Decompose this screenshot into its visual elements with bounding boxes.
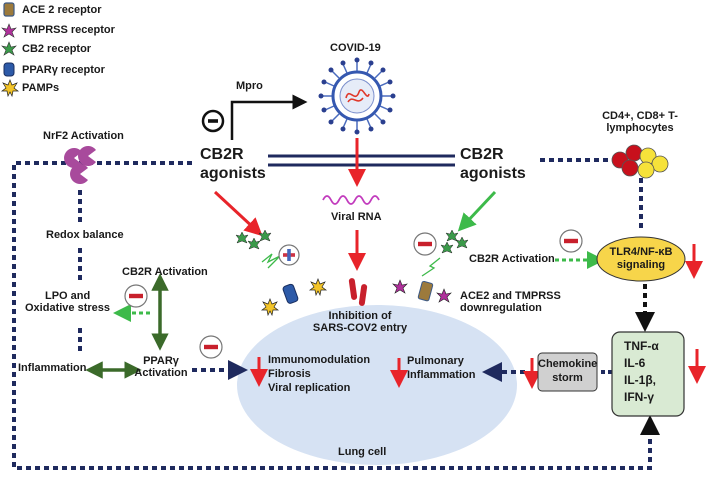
tlr-ellipse	[596, 236, 686, 282]
tmprss-receptor-membrane	[392, 279, 408, 294]
immuno-line3: Viral replication	[268, 382, 351, 394]
tmprss-receptor-icon	[1, 23, 17, 38]
ace2-line2: downregulation	[460, 302, 542, 314]
lymphocyte-cluster-icon	[611, 144, 669, 179]
ace2-receptor-icon	[3, 2, 15, 17]
legend-cb2-label: CB2 receptor	[22, 43, 92, 55]
legend-ace2-label: ACE 2 receptor	[22, 4, 102, 16]
right-agonist-inhibition-badge	[413, 232, 437, 256]
lpo-line2: Oxidative stress	[25, 302, 110, 314]
cytokine-list: TNF-α IL-6 IL-1β, IFN-γ	[624, 338, 659, 406]
tlr-line2: signaling	[616, 259, 666, 271]
left-agonist-line1: CB2R	[200, 146, 244, 163]
immuno-line1: Immunomodulation	[268, 354, 371, 366]
mpro-label: Mpro	[236, 80, 263, 92]
agonist-plus-icon	[278, 244, 300, 266]
ppar-receptor-membrane	[282, 283, 299, 304]
ppar-inhibition-badge	[199, 335, 223, 359]
entry-line2: SARS-COV2 entry	[312, 322, 408, 334]
cb2-receptor-icon	[1, 41, 17, 56]
covid-virus-icon	[318, 57, 396, 135]
cytokine-il1b: IL-1β,	[624, 373, 656, 387]
pamps-star-1	[260, 298, 280, 317]
tlr-signaling-label: TLR4/NF-κB signaling	[597, 246, 685, 272]
cytokine-tnf: TNF-α	[624, 339, 659, 353]
lpo-line1: LPO and	[45, 290, 91, 302]
left-agonist-line2: agonists	[200, 165, 266, 182]
chemokine-line1: Chemokine	[538, 358, 598, 370]
cytokine-box	[611, 331, 685, 417]
legend-ppar-label: PPARγ receptor	[22, 64, 105, 76]
cb2r-left-inhibition-badge	[124, 284, 148, 308]
tlr-inhibition-badge	[559, 229, 583, 253]
ace2-receptor-membrane	[417, 280, 434, 302]
lung-cell-ellipse	[237, 305, 517, 465]
lung-cell-label: Lung cell	[338, 446, 387, 458]
mpro-arrow	[230, 94, 308, 140]
cytokine-il6: IL-6	[624, 356, 646, 370]
lymphocyte-label: CD4+, CD8+ T- lymphocytes	[578, 110, 702, 134]
lpo-label: LPO and Oxidative stress	[25, 290, 110, 314]
pamps-icon	[0, 79, 20, 98]
right-agonist-line2: agonists	[460, 165, 526, 182]
lymph-line2: lymphocytes	[606, 122, 674, 134]
entry-inhibition-label: Inhibition of SARS-COV2 entry	[300, 310, 420, 334]
pulmonary-inflammation-label: Pulmonary Inflammation	[407, 354, 475, 382]
mpro-inhibition-badge	[201, 109, 225, 133]
legend-tmprss-label: TMPRSS receptor	[22, 24, 115, 36]
nrf2-label: NrF2 Activation	[43, 130, 124, 142]
right-agonist-line1: CB2R	[460, 146, 504, 163]
immuno-effects-label: Immunomodulation Fibrosis Viral replicat…	[268, 353, 370, 395]
chemokine-storm-label: Chemokine storm	[538, 357, 597, 385]
redox-label: Redox balance	[46, 229, 124, 241]
cb2-receptor-cluster-left	[235, 229, 281, 269]
lymph-line1: CD4+, CD8+ T-	[602, 110, 678, 122]
chemokine-line2: storm	[552, 372, 583, 384]
pulm-line1: Pulmonary	[407, 355, 464, 367]
left-cb2r-activation-label: CB2R Activation	[122, 266, 208, 278]
right-agonist-cb2-arrow	[457, 190, 497, 232]
ppar-activation-label: PPARγ Activation	[126, 355, 196, 379]
spike-protein-icon	[348, 278, 368, 306]
chemokine-box	[537, 352, 598, 392]
ppar-receptor-icon	[3, 62, 15, 77]
ace2-line1: ACE2 and TMPRSS	[460, 290, 561, 302]
covid-label: COVID-19	[330, 42, 381, 54]
pamps-star-2	[308, 278, 328, 297]
right-cb2r-activation-label: CB2R Activation	[469, 253, 555, 265]
cb2-receptor-cluster-right	[421, 229, 469, 277]
ppar-line1: PPARγ	[143, 355, 179, 367]
nrf2-protein-icon	[63, 146, 96, 185]
viral-rna-icon	[322, 195, 380, 205]
immuno-line2: Fibrosis	[268, 368, 311, 380]
right-agonist-title: CB2R agonists	[460, 145, 526, 183]
inflammation-label: Inflammation	[18, 362, 87, 374]
cytokine-ifng: IFN-γ	[624, 390, 654, 404]
ace2-downregulation-label: ACE2 and TMPRSS downregulation	[460, 290, 561, 314]
legend-pamps-label: PAMPs	[22, 82, 60, 94]
tmprss-receptor-right	[436, 288, 452, 303]
viral-rna-label: Viral RNA	[331, 211, 382, 223]
tlr-line1: TLR4/NF-κB	[609, 246, 673, 258]
left-agonist-title: CB2R agonists	[200, 145, 266, 183]
pulm-line2: Inflammation	[407, 369, 476, 381]
ppar-line2: Activation	[134, 367, 188, 379]
left-agonist-cb2-arrow	[213, 190, 263, 237]
entry-line1: Inhibition of	[328, 310, 392, 322]
